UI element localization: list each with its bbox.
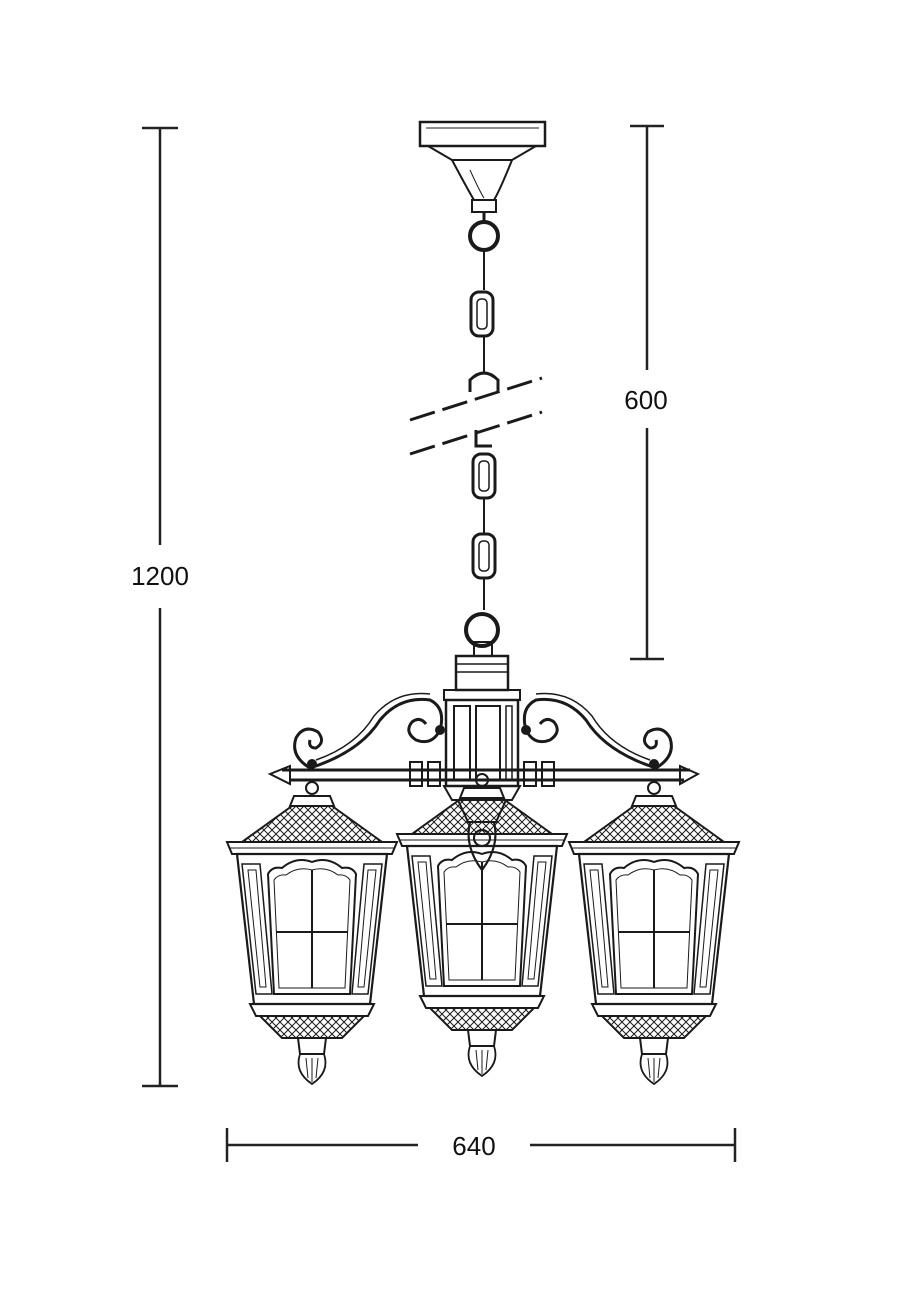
chain: [409, 212, 543, 657]
dimension-chain-length: 600: [624, 124, 668, 661]
ceiling-canopy: [418, 120, 547, 213]
central-finial: [467, 821, 497, 872]
dimension-total-width: 640: [225, 1128, 737, 1162]
scroll-arms: [267, 692, 701, 787]
lantern-center: [395, 772, 569, 1078]
central-body: [442, 654, 522, 872]
chain-length-label: 600: [624, 385, 667, 415]
dimension-total-height: 1200: [131, 126, 189, 1088]
lantern-right: [567, 780, 741, 1086]
total-width-label: 640: [452, 1131, 495, 1161]
total-height-label: 1200: [131, 561, 189, 591]
lantern-left: [225, 780, 399, 1086]
